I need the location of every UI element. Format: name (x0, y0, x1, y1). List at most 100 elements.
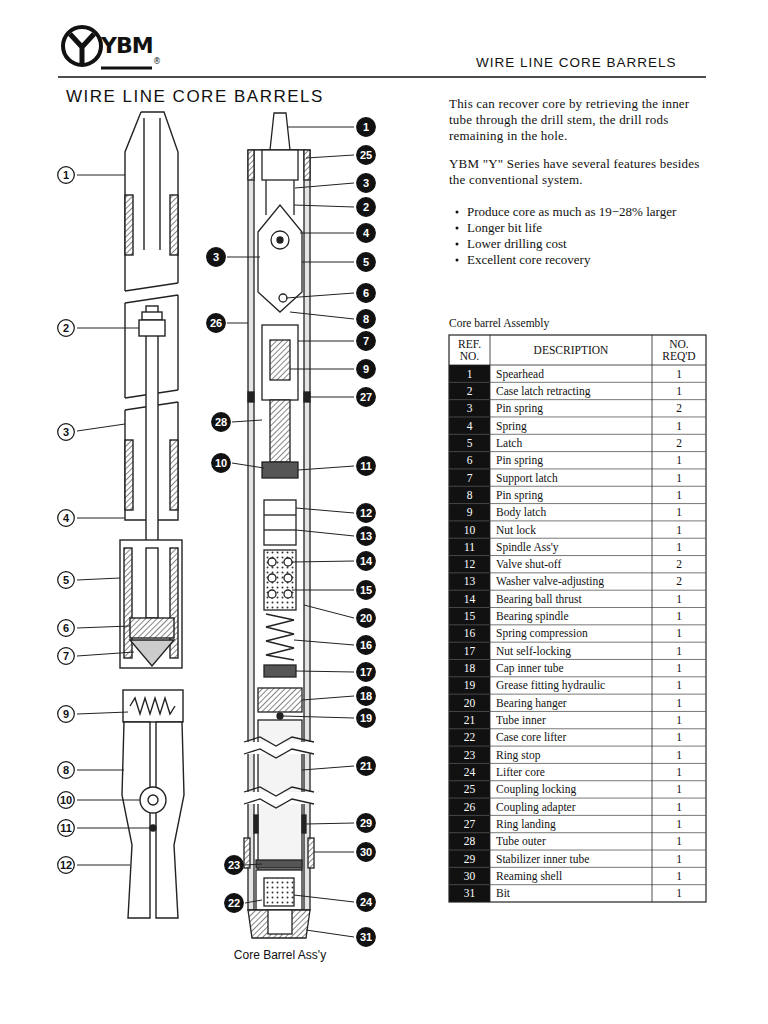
callout-circle-shape (58, 706, 75, 723)
callout-circle: 5 (57, 571, 75, 589)
part-description: Spindle Ass'y (490, 538, 652, 555)
quantity-required: 1 (652, 469, 706, 486)
part-description: Washer valve-adjusting (490, 573, 652, 590)
core-barrel-assembly-drawing (256, 870, 302, 910)
quantity-required: 1 (652, 659, 706, 676)
part-description: Bit (490, 885, 652, 902)
callout-circle: 4 (356, 223, 376, 243)
callout-circle: 31 (356, 927, 376, 947)
leader-line (296, 508, 354, 513)
core-barrel-assembly-drawing (270, 340, 290, 380)
part-description: Ring stop (490, 746, 652, 763)
spearhead-exploded-drawing (140, 787, 166, 813)
core-barrel-assembly-drawing (268, 558, 276, 566)
ref-number: 25 (449, 781, 490, 798)
ref-number: 29 (449, 850, 490, 867)
table-header: DESCRIPTION (490, 335, 652, 365)
ybm-logo-mark (63, 27, 101, 65)
leader-line (227, 323, 248, 324)
core-barrel-assembly-drawing (244, 799, 314, 808)
table-row-line (449, 815, 706, 816)
callout-circle-shape (58, 320, 75, 337)
quantity-required: 1 (652, 867, 706, 884)
ref-number: 8 (449, 486, 490, 503)
spearhead-exploded-drawing (142, 312, 162, 320)
leader-line (283, 716, 354, 718)
quantity-required: 1 (652, 452, 706, 469)
spearhead-exploded-drawing (125, 283, 178, 303)
leader-line (77, 652, 134, 656)
callout-circle-shape (357, 146, 376, 165)
callout-number: 23 (224, 855, 244, 875)
callout-number: 13 (356, 526, 376, 546)
callout-number: 30 (356, 842, 376, 862)
core-barrel-assembly-drawing (302, 815, 306, 833)
quantity-required: 2 (652, 556, 706, 573)
quantity-required: 1 (652, 590, 706, 607)
core-barrel-assembly-drawing (248, 150, 254, 180)
leader-line (290, 369, 354, 370)
callout-circle: 25 (356, 145, 376, 165)
core-barrel-assembly-drawing (264, 500, 296, 545)
callout-circle: 1 (57, 166, 75, 184)
callout-circle: 7 (356, 331, 376, 351)
ybm-logo-mark (70, 34, 94, 64)
callout-circle-shape (357, 224, 376, 243)
core-barrel-assembly-drawing (304, 150, 310, 180)
table-border (449, 335, 706, 902)
registered-mark: ® (153, 57, 161, 67)
quantity-required: 1 (652, 625, 706, 642)
ref-number: 3 (449, 400, 490, 417)
callout-circle-shape (58, 792, 75, 809)
core-barrel-assembly-drawing (244, 737, 314, 746)
callout-circle-shape (58, 424, 75, 441)
ref-number: 23 (449, 746, 490, 763)
quantity-required: 1 (652, 486, 706, 503)
ref-number: 2 (449, 382, 490, 399)
callout-number: 26 (206, 313, 226, 333)
callout-circle: 28 (211, 412, 231, 432)
part-description: Spring (490, 417, 652, 434)
callout-number: 4 (57, 509, 75, 527)
spearhead-exploded-drawing (146, 306, 158, 640)
ref-number: 13 (449, 573, 490, 590)
leader-line (77, 578, 120, 580)
core-barrel-assembly-drawing (268, 910, 292, 934)
part-description: Bearing spindle (490, 608, 652, 625)
callout-circle-shape (58, 857, 75, 874)
intro-text: This can recover core by retrieving the … (449, 96, 711, 268)
callout-circle: 20 (356, 608, 376, 628)
part-description: Tube outer (490, 833, 652, 850)
ref-number: 22 (449, 729, 490, 746)
callout-circle: 14 (356, 551, 376, 571)
table-title: Core barrel Assembly (449, 317, 549, 331)
table-column-line (652, 335, 653, 902)
part-description: Pin spring (490, 486, 652, 503)
quantity-required: 2 (652, 434, 706, 451)
part-description: Nut lock (490, 521, 652, 538)
callout-circle-shape (357, 174, 376, 193)
table-row-line (449, 850, 706, 851)
quantity-required: 1 (652, 365, 706, 382)
quantity-required: 1 (652, 850, 706, 867)
callout-number: 10 (211, 453, 231, 473)
table-row-line (449, 676, 706, 677)
leader-line (77, 770, 124, 771)
callout-circle: 21 (356, 756, 376, 776)
table-row-line (449, 642, 706, 643)
callout-circle-shape (357, 284, 376, 303)
bullet-dot (455, 210, 459, 214)
callout-number: 9 (356, 359, 376, 379)
table-row-line (449, 434, 706, 435)
callout-circle-shape (357, 928, 376, 947)
bullet-dot (455, 226, 459, 230)
part-description: Latch (490, 434, 652, 451)
core-barrel-assembly-drawing (270, 113, 290, 150)
core-barrel-assembly-drawing (264, 514, 296, 515)
leader-line (314, 852, 354, 853)
quantity-required: 1 (652, 694, 706, 711)
callout-number: 14 (356, 551, 376, 571)
leader-line (232, 463, 264, 468)
table-row-line (449, 798, 706, 799)
